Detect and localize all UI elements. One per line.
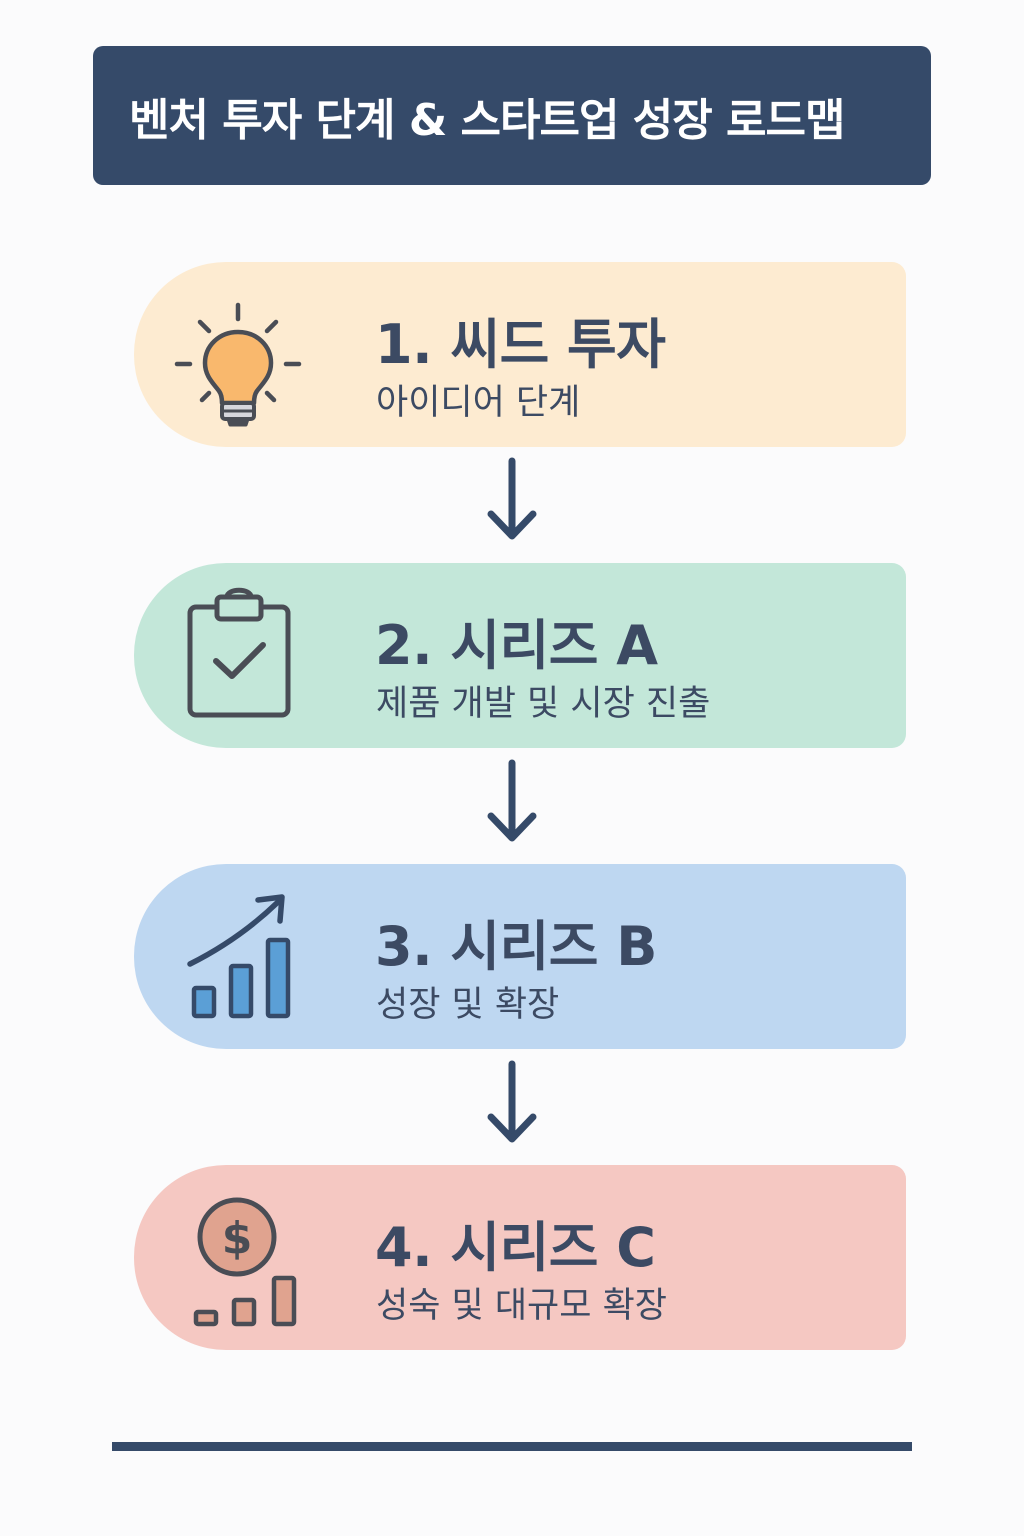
down-arrow-icon (482, 758, 542, 848)
stage-series-b: 3. 시리즈 B 성장 및 확장 (134, 864, 906, 1049)
dollar-coin-chart-icon: $ (172, 1185, 302, 1330)
stage-subtitle: 성장 및 확장 (376, 985, 560, 1025)
growth-chart-icon (172, 884, 302, 1029)
stage-subtitle: 성숙 및 대규모 확장 (376, 1286, 667, 1326)
stage-seed: 1. 씨드 투자 아이디어 단계 (134, 262, 906, 447)
page-title: 벤처 투자 단계 & 스타트업 성장 로드맵 (129, 94, 845, 146)
stage-series-a: 2. 시리즈 A 제품 개발 및 시장 진출 (134, 563, 906, 748)
clipboard-check-icon (172, 583, 302, 728)
stage-heading: 1. 씨드 투자 (375, 313, 666, 376)
svg-text:$: $ (222, 1213, 253, 1264)
bottom-divider (112, 1442, 912, 1451)
stage-subtitle: 아이디어 단계 (376, 383, 581, 423)
down-arrow-icon (482, 1059, 542, 1149)
stage-series-c: $ 4. 시리즈 C 성숙 및 대규모 확장 (134, 1165, 906, 1350)
title-banner: 벤처 투자 단계 & 스타트업 성장 로드맵 (93, 46, 931, 185)
stage-heading: 4. 시리즈 C (375, 1216, 656, 1279)
stage-subtitle: 제품 개발 및 시장 진출 (376, 684, 711, 724)
down-arrow-icon (482, 456, 542, 546)
stage-heading: 3. 시리즈 B (375, 915, 657, 978)
lightbulb-icon (172, 282, 302, 427)
stage-heading: 2. 시리즈 A (375, 614, 658, 677)
